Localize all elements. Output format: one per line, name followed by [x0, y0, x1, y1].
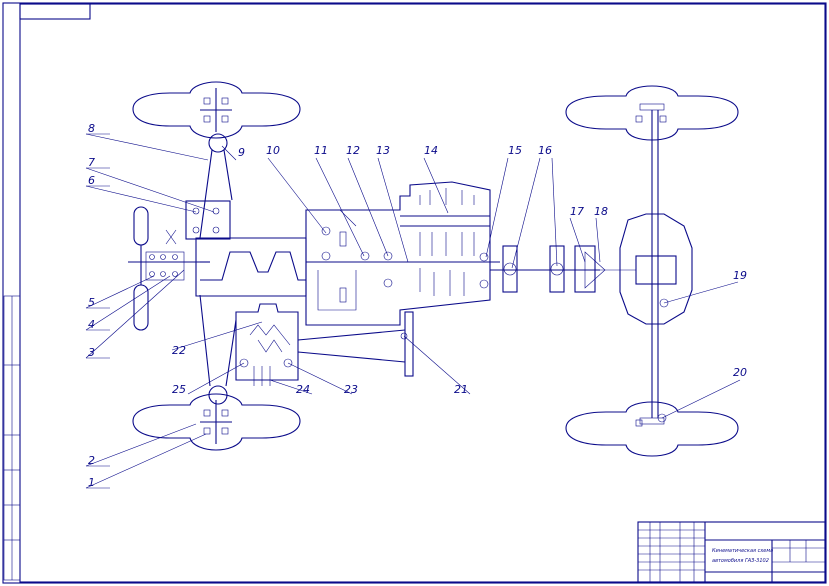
callout-21: 21 — [454, 383, 468, 396]
callout-3: 3 — [88, 346, 95, 359]
callout-8: 8 — [88, 122, 95, 135]
front-left-wheel — [132, 81, 301, 239]
callout-13: 13 — [376, 144, 390, 157]
callout-24: 24 — [296, 383, 310, 396]
callout-22: 22 — [172, 344, 186, 357]
callout-25: 25 — [172, 383, 186, 396]
callout-14: 14 — [424, 144, 438, 157]
callout-20: 20 — [733, 366, 747, 379]
callout-6: 6 — [88, 174, 95, 187]
callout-4: 4 — [88, 318, 95, 331]
callout-16: 16 — [538, 144, 552, 157]
title-block: Кинематическая схема автомобиля ГАЗ-3102 — [637, 521, 826, 583]
callout-23: 23 — [344, 383, 358, 396]
callout-7: 7 — [88, 156, 95, 169]
callout-labels: 1 2 3 4 5 6 7 8 9 10 11 12 13 14 15 16 1… — [88, 122, 747, 489]
callout-1: 1 — [88, 476, 95, 489]
steering-gear-box — [185, 200, 231, 240]
callout-10: 10 — [266, 144, 280, 157]
callout-19: 19 — [733, 269, 747, 282]
callout-12: 12 — [346, 144, 360, 157]
title-line-1: Кинематическая схема — [712, 548, 773, 554]
steering-linkage — [235, 303, 414, 386]
callout-9: 9 — [238, 146, 245, 159]
callout-2: 2 — [88, 454, 95, 467]
engine-block — [195, 237, 307, 297]
rear-axle — [565, 85, 739, 457]
callout-11: 11 — [314, 144, 328, 157]
engine-fan-assembly — [128, 206, 200, 331]
title-line-2: автомобиля ГАЗ-3102 — [712, 558, 769, 564]
leader-lines — [85, 133, 741, 489]
callout-15: 15 — [508, 144, 522, 157]
propeller-shaft — [490, 245, 600, 293]
front-right-wheel — [132, 294, 301, 451]
callout-5: 5 — [88, 296, 95, 309]
callout-17: 17 — [570, 205, 584, 218]
gearbox — [305, 181, 500, 326]
callout-18: 18 — [594, 205, 608, 218]
